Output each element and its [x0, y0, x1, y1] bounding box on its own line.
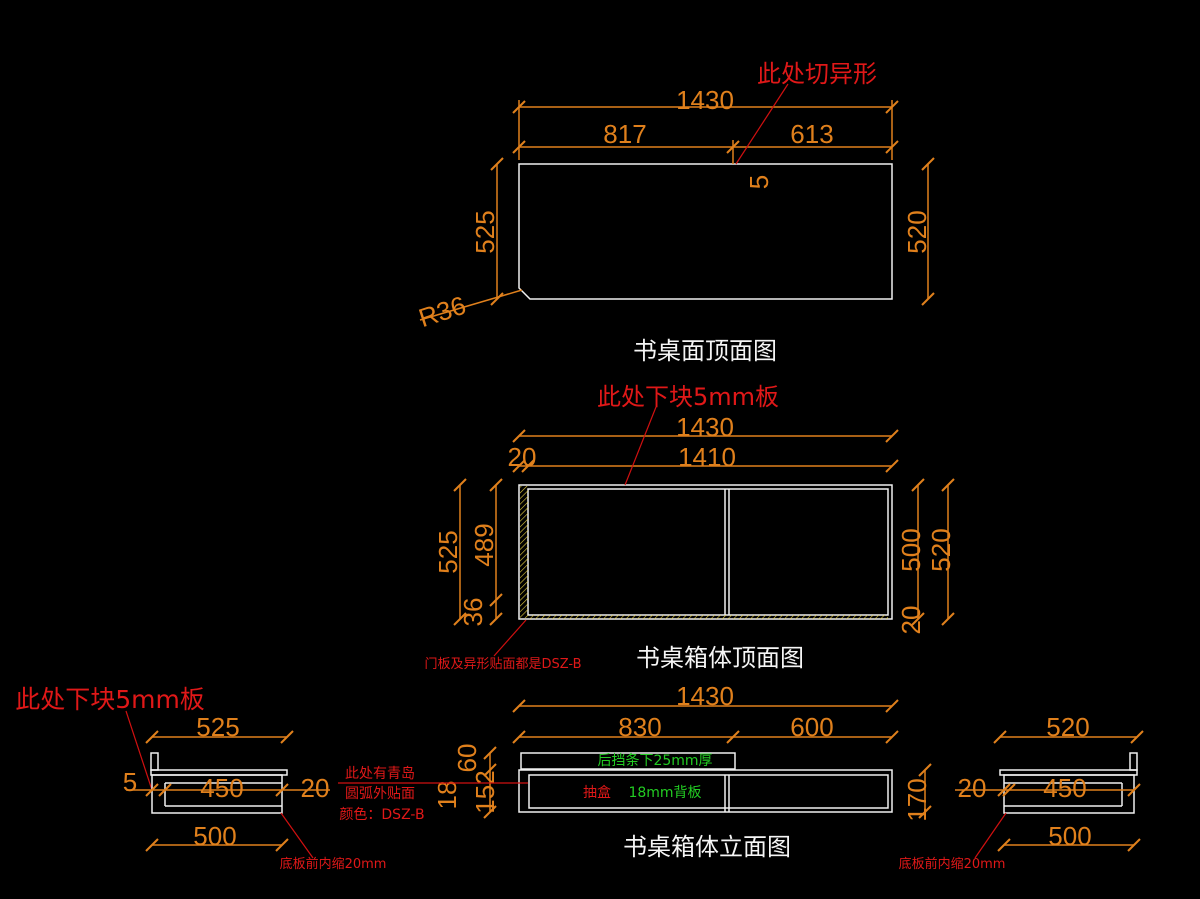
dim-right-width: 613 [790, 119, 833, 149]
dim-inner: 450 [200, 773, 243, 803]
5mm-panel-note: 此处下块5mm板 [597, 383, 779, 411]
dim-side: 20 [301, 773, 330, 803]
dim-front: 36 [458, 598, 488, 627]
right-bottom-note: 底板前内缩20mm [899, 856, 1006, 872]
front-panel-hatch [528, 615, 888, 619]
dim-side-thickness: 20 [508, 442, 537, 472]
dim-overall-width: 1430 [676, 681, 734, 711]
side-note-line-2: 圆弧外贴面 [345, 786, 415, 802]
desk-top-view-title: 书桌面顶面图 [633, 337, 777, 365]
dim-box-height: 152 [470, 770, 500, 813]
dim-top-height: 60 [452, 744, 482, 773]
dim-top: 520 [1046, 712, 1089, 742]
dim-inner-width: 1410 [678, 442, 736, 472]
dim-right-depth: 500 [896, 528, 926, 571]
dim-left-width: 830 [618, 712, 661, 742]
dim-panel: 18 [432, 781, 462, 810]
dim-right-overall: 520 [926, 528, 956, 571]
drawer-label: 抽盒 [583, 784, 611, 801]
dim-right-front: 20 [896, 606, 926, 635]
desktop-outline [518, 163, 893, 300]
dim-notch: 5 [744, 175, 774, 189]
dim-right-width: 600 [790, 712, 833, 742]
left-side-body [151, 774, 283, 814]
back-panel-label: 18mm背板 [628, 785, 701, 801]
back-strip [520, 752, 736, 770]
dim-overall-width: 1430 [676, 85, 734, 115]
dim-side: 20 [958, 773, 987, 803]
cut-shape-note: 此处切异形 [757, 60, 877, 88]
back-strip-note: 后挡条下25mm厚 [597, 752, 712, 769]
dim-radius: R36 [415, 290, 470, 333]
left-5mm-panel-note: 此处下块5mm板 [15, 685, 205, 714]
box-top-view: 1430 20 1410 525 489 36 500 520 20 此处下块5… [424, 383, 956, 672]
left-side-view: 此处下块5mm板 525 5 450 20 500 底板前内缩20mm [15, 685, 386, 872]
dim-right-depth: 520 [902, 210, 932, 253]
dim-overall-width: 1430 [676, 412, 734, 442]
left-panel-hatch [520, 486, 528, 618]
side-note-line-1: 此处有青岛 [345, 766, 415, 782]
box-top-view-title: 书桌箱体顶面图 [636, 644, 804, 672]
material-note: 门板及异形贴面都是DSZ-B [424, 657, 581, 672]
dim-inner-depth: 489 [469, 523, 499, 566]
dim-left-depth: 525 [433, 530, 463, 573]
box-body [518, 769, 893, 813]
dim-bottom: 500 [1048, 821, 1091, 851]
dim-bottom: 500 [193, 821, 236, 851]
dim-inner: 450 [1043, 773, 1086, 803]
dim-offset: 5 [123, 767, 137, 797]
desk-top-view: 1430 817 613 5 525 520 R36 此处切异形 书桌面顶面图 [415, 60, 935, 365]
dim-left-depth: 525 [470, 210, 500, 253]
box-outline [518, 484, 893, 620]
right-side-view: 520 20 450 500 底板前内缩20mm [899, 712, 1144, 872]
elevation-title: 书桌箱体立面图 [623, 833, 791, 861]
dim-right-height: 170 [902, 778, 932, 821]
left-bottom-note: 底板前内缩20mm [280, 856, 387, 872]
box-elevation: 1430 830 600 后挡条下25mm厚 抽盒 18mm背板 60 18 1… [338, 681, 932, 861]
dim-left-width: 817 [603, 119, 646, 149]
side-note-line-3: 颜色：DSZ-B [339, 806, 424, 823]
dim-top: 525 [196, 712, 239, 742]
